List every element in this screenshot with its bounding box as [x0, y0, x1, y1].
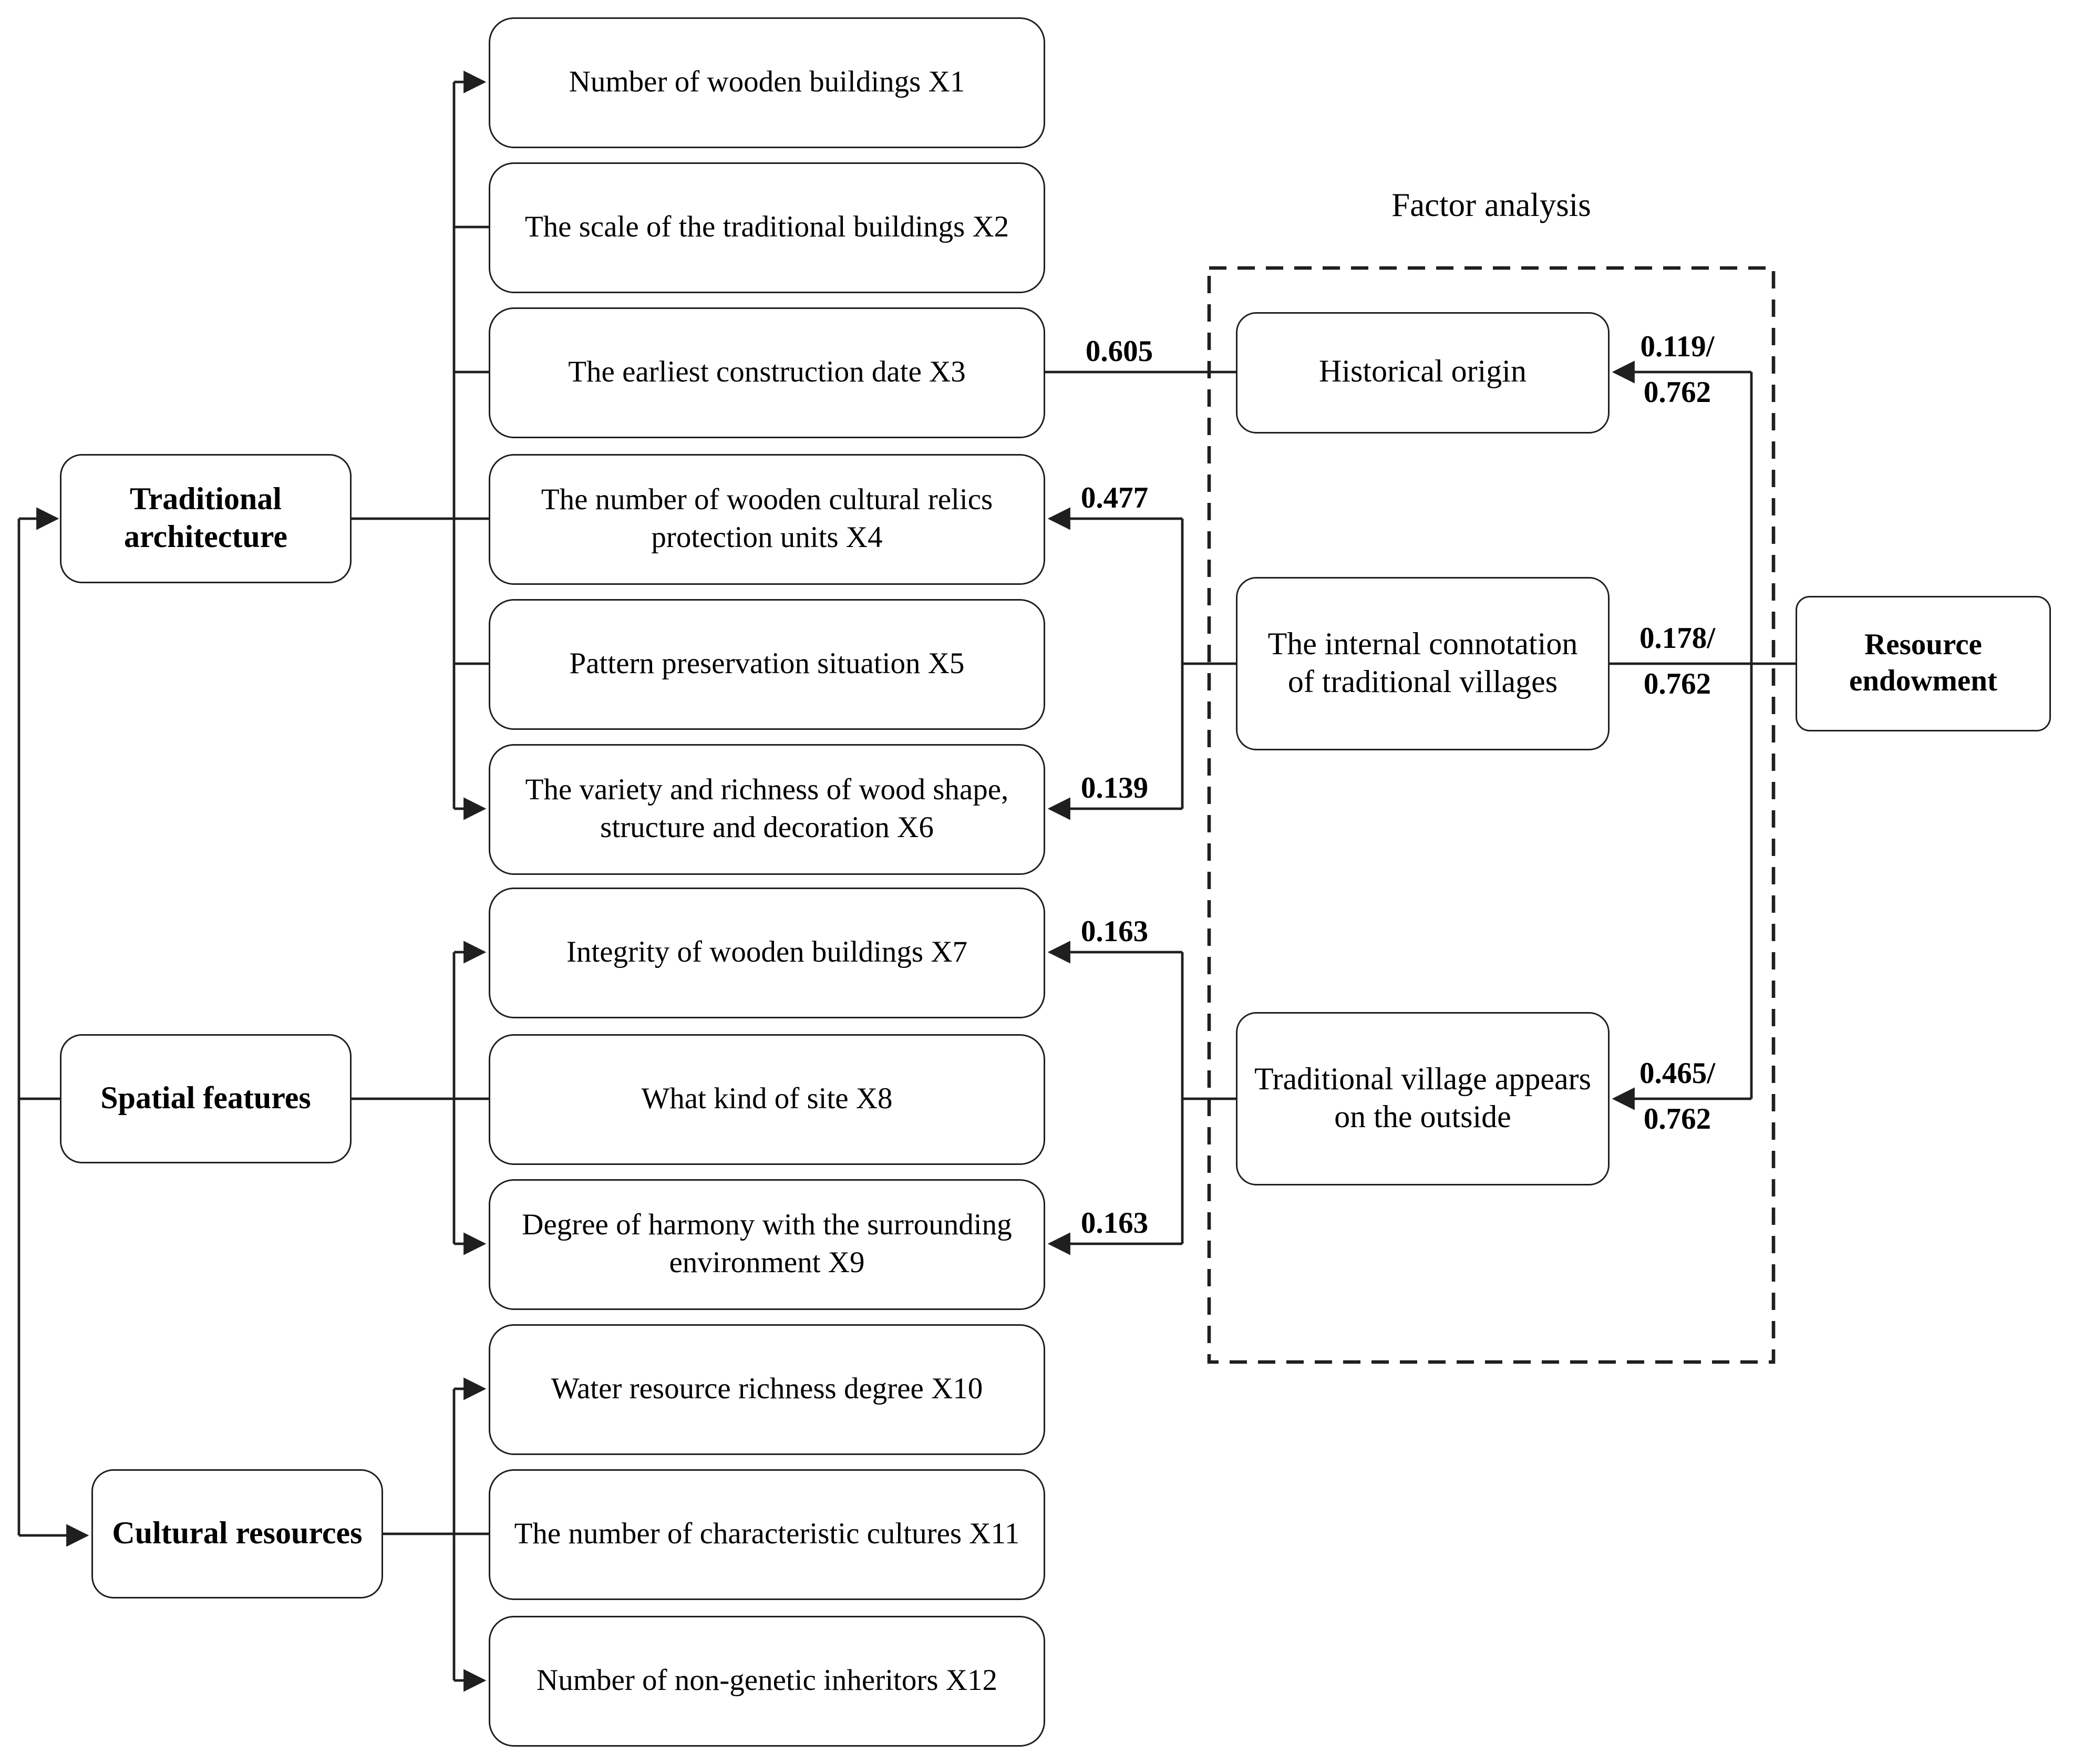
cultural-resources-trunk-connector: [383, 1377, 490, 1692]
factor-box-external-appearance: Traditional village appears on the outsi…: [1236, 1012, 1610, 1185]
category-box-spatial-features: Spatial features: [60, 1034, 352, 1163]
path-coefficient-label-historical-origin-top: 0.119/: [1640, 331, 1715, 364]
indicator-box-x10: Water resource richness degree X10: [489, 1324, 1045, 1455]
resource-endowment-branch-connector: [1610, 360, 1796, 1110]
indicator-box-x1: Number of wooden buildings X1: [489, 17, 1045, 148]
internal-connotation-collector-connector: [1047, 507, 1237, 820]
indicator-box-x5: Pattern preservation situation X5: [489, 599, 1045, 730]
category-box-traditional-architecture: Traditional architecture: [60, 454, 352, 583]
indicator-box-x4: The number of wooden cultural relics pro…: [489, 454, 1045, 585]
loading-label-x6: 0.139: [1080, 772, 1149, 806]
category-bracket-connector: [17, 507, 89, 1547]
path-coefficient-label-internal-connotation-top: 0.178/: [1639, 623, 1716, 656]
path-coefficient-label-external-appearance-top: 0.465/: [1639, 1058, 1716, 1091]
factor-analysis-dashed-region: [1207, 266, 1776, 1364]
indicator-box-x6: The variety and richness of wood shape, …: [489, 744, 1045, 875]
indicator-box-x7: Integrity of wooden buildings X7: [489, 888, 1045, 1018]
path-coefficient-label-external-appearance-bottom: 0.762: [1643, 1103, 1711, 1137]
spatial-features-trunk-connector: [352, 941, 490, 1255]
factor-box-internal-connotation: The internal connotation of traditional …: [1236, 577, 1610, 750]
traditional-architecture-trunk-connector: [352, 70, 490, 820]
loading-label-x9: 0.163: [1080, 1208, 1149, 1241]
factor-analysis-title: Factor analysis: [1391, 186, 1591, 224]
path-coefficient-label-historical-origin-bottom: 0.762: [1643, 377, 1711, 410]
loading-label-x4: 0.477: [1080, 482, 1149, 515]
indicator-box-x3: The earliest construction date X3: [489, 307, 1045, 438]
indicator-box-x11: The number of characteristic cultures X1…: [489, 1469, 1045, 1600]
indicator-box-x12: Number of non-genetic inheritors X12: [489, 1616, 1045, 1747]
outcome-box-resource-endowment: Resource endowment: [1796, 596, 2051, 731]
loading-label-x3: 0.605: [1085, 336, 1153, 369]
category-box-cultural-resources: Cultural resources: [91, 1469, 383, 1598]
indicator-box-x2: The scale of the traditional buildings X…: [489, 162, 1045, 293]
indicator-box-x9: Degree of harmony with the surrounding e…: [489, 1179, 1045, 1310]
external-appearance-collector-connector: [1047, 941, 1237, 1255]
loading-label-x7: 0.163: [1080, 916, 1149, 949]
path-coefficient-label-internal-connotation-bottom: 0.762: [1643, 668, 1711, 702]
indicator-box-x8: What kind of site X8: [489, 1034, 1045, 1165]
factor-box-historical-origin: Historical origin: [1236, 312, 1610, 434]
